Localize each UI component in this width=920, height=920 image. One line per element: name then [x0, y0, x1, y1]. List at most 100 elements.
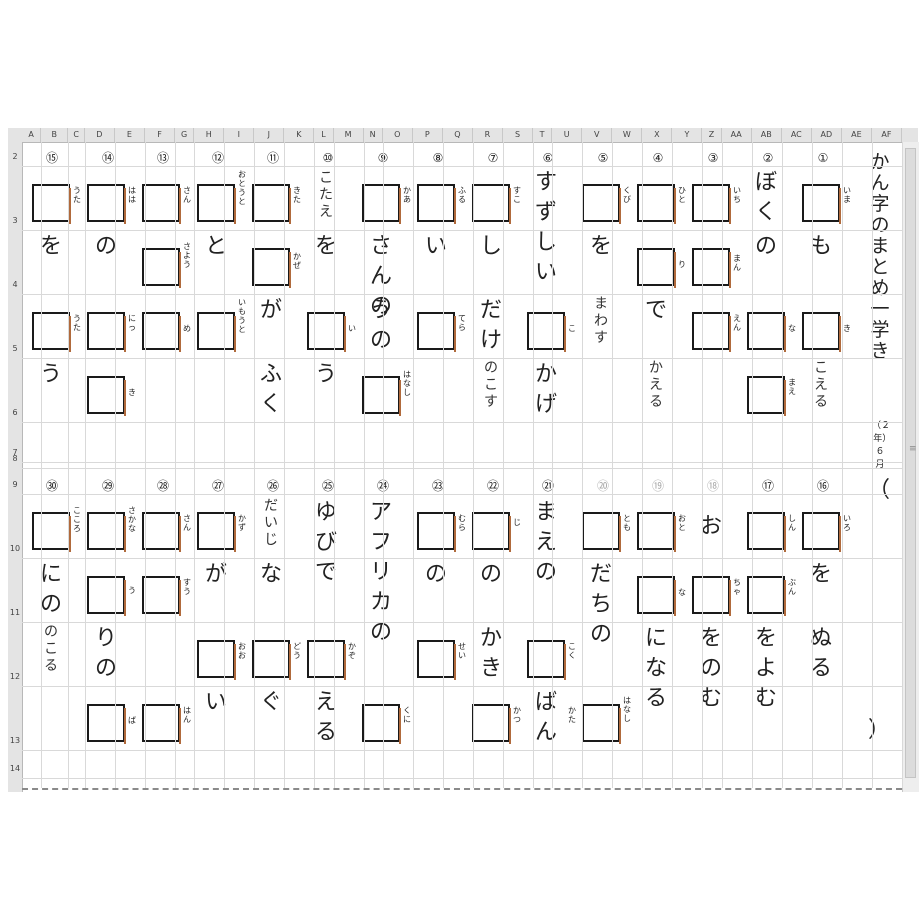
- row-header[interactable]: 11: [9, 608, 21, 617]
- answer-box[interactable]: [32, 312, 71, 352]
- column-header[interactable]: K: [284, 128, 315, 142]
- answer-box[interactable]: [747, 512, 786, 552]
- row-header[interactable]: 7: [12, 448, 18, 457]
- column-header[interactable]: E: [115, 128, 145, 142]
- column-header[interactable]: AE: [842, 128, 872, 142]
- row-header[interactable]: 6: [12, 408, 18, 417]
- column-header[interactable]: G: [175, 128, 195, 142]
- answer-box[interactable]: [472, 184, 511, 224]
- column-header[interactable]: F: [145, 128, 176, 142]
- question-number: ⑰: [761, 479, 774, 493]
- answer-box[interactable]: [87, 184, 126, 224]
- answer-box[interactable]: [747, 312, 786, 352]
- answer-box[interactable]: [87, 512, 126, 552]
- column-header[interactable]: Q: [443, 128, 473, 142]
- column-header[interactable]: A: [22, 128, 42, 142]
- answer-box[interactable]: [417, 512, 456, 552]
- answer-box[interactable]: [362, 184, 401, 224]
- row-header[interactable]: 5: [12, 344, 18, 353]
- column-header[interactable]: C: [68, 128, 85, 142]
- answer-box[interactable]: [142, 248, 181, 288]
- column-header[interactable]: O: [383, 128, 413, 142]
- answer-box[interactable]: [142, 704, 181, 744]
- column-header[interactable]: Z: [702, 128, 722, 142]
- column-header[interactable]: Y: [672, 128, 703, 142]
- row-header[interactable]: 4: [12, 280, 18, 289]
- answer-box[interactable]: [417, 184, 456, 224]
- answer-box[interactable]: [307, 312, 346, 352]
- column-header[interactable]: AC: [782, 128, 812, 142]
- answer-box[interactable]: [87, 312, 126, 352]
- answer-box[interactable]: [32, 512, 71, 552]
- answer-box[interactable]: [362, 704, 401, 744]
- answer-box[interactable]: [802, 312, 841, 352]
- answer-box[interactable]: [197, 312, 236, 352]
- answer-box[interactable]: [252, 640, 291, 680]
- column-header[interactable]: P: [413, 128, 443, 142]
- answer-box[interactable]: [32, 184, 71, 224]
- answer-box[interactable]: [142, 576, 181, 616]
- answer-box[interactable]: [582, 184, 621, 224]
- worksheet-title: かん字のまとめ一学き: [870, 151, 890, 362]
- row-header[interactable]: 12: [9, 672, 21, 681]
- answer-box[interactable]: [87, 376, 126, 416]
- column-header[interactable]: U: [552, 128, 583, 142]
- column-header[interactable]: AB: [752, 128, 782, 142]
- column-header[interactable]: AD: [812, 128, 842, 142]
- answer-box[interactable]: [197, 184, 236, 224]
- answer-box[interactable]: [142, 512, 181, 552]
- row-header[interactable]: 9: [12, 480, 18, 489]
- answer-box[interactable]: [692, 248, 731, 288]
- row-header[interactable]: 14: [9, 764, 21, 773]
- column-header[interactable]: D: [85, 128, 115, 142]
- sentence-text: も: [809, 234, 832, 259]
- column-header[interactable]: T: [533, 128, 553, 142]
- column-header[interactable]: H: [194, 128, 225, 142]
- column-header[interactable]: B: [41, 128, 69, 142]
- vertical-scrollbar[interactable]: ≡: [902, 142, 919, 792]
- answer-box[interactable]: [692, 576, 731, 616]
- column-header[interactable]: I: [224, 128, 255, 142]
- answer-box[interactable]: [87, 576, 126, 616]
- row-header[interactable]: 3: [12, 216, 18, 225]
- answer-box[interactable]: [582, 512, 621, 552]
- answer-box[interactable]: [142, 312, 181, 352]
- column-header[interactable]: N: [364, 128, 383, 142]
- column-header[interactable]: V: [582, 128, 613, 142]
- column-header[interactable]: W: [612, 128, 643, 142]
- answer-box[interactable]: [582, 704, 621, 744]
- row-header[interactable]: 10: [9, 544, 21, 553]
- answer-box[interactable]: [197, 512, 236, 552]
- answer-box[interactable]: [472, 512, 511, 552]
- answer-box[interactable]: [362, 376, 401, 416]
- column-header[interactable]: X: [642, 128, 673, 142]
- ruby-text: き: [843, 324, 851, 333]
- answer-box[interactable]: [197, 640, 236, 680]
- grid-line-vertical: [841, 142, 843, 788]
- answer-box[interactable]: [417, 640, 456, 680]
- row-header[interactable]: 2: [12, 152, 18, 161]
- column-header[interactable]: AF: [872, 128, 902, 142]
- row-header[interactable]: 13: [9, 736, 21, 745]
- answer-box[interactable]: [307, 640, 346, 680]
- answer-box[interactable]: [802, 512, 841, 552]
- answer-box[interactable]: [142, 184, 181, 224]
- answer-box[interactable]: [472, 704, 511, 744]
- column-header[interactable]: S: [503, 128, 534, 142]
- answer-box[interactable]: [692, 184, 731, 224]
- column-header[interactable]: J: [254, 128, 285, 142]
- column-header[interactable]: M: [334, 128, 364, 142]
- answer-box[interactable]: [417, 312, 456, 352]
- column-header[interactable]: AA: [722, 128, 752, 142]
- answer-box[interactable]: [252, 184, 291, 224]
- column-header[interactable]: L: [314, 128, 334, 142]
- answer-box[interactable]: [87, 704, 126, 744]
- answer-box[interactable]: [802, 184, 841, 224]
- row-header[interactable]: 8: [12, 454, 18, 463]
- answer-box[interactable]: [747, 576, 786, 616]
- column-header[interactable]: R: [473, 128, 503, 142]
- answer-box[interactable]: [252, 248, 291, 288]
- answer-box[interactable]: [747, 376, 786, 416]
- answer-box[interactable]: [692, 312, 731, 352]
- scrollbar-thumb[interactable]: ≡: [905, 148, 917, 778]
